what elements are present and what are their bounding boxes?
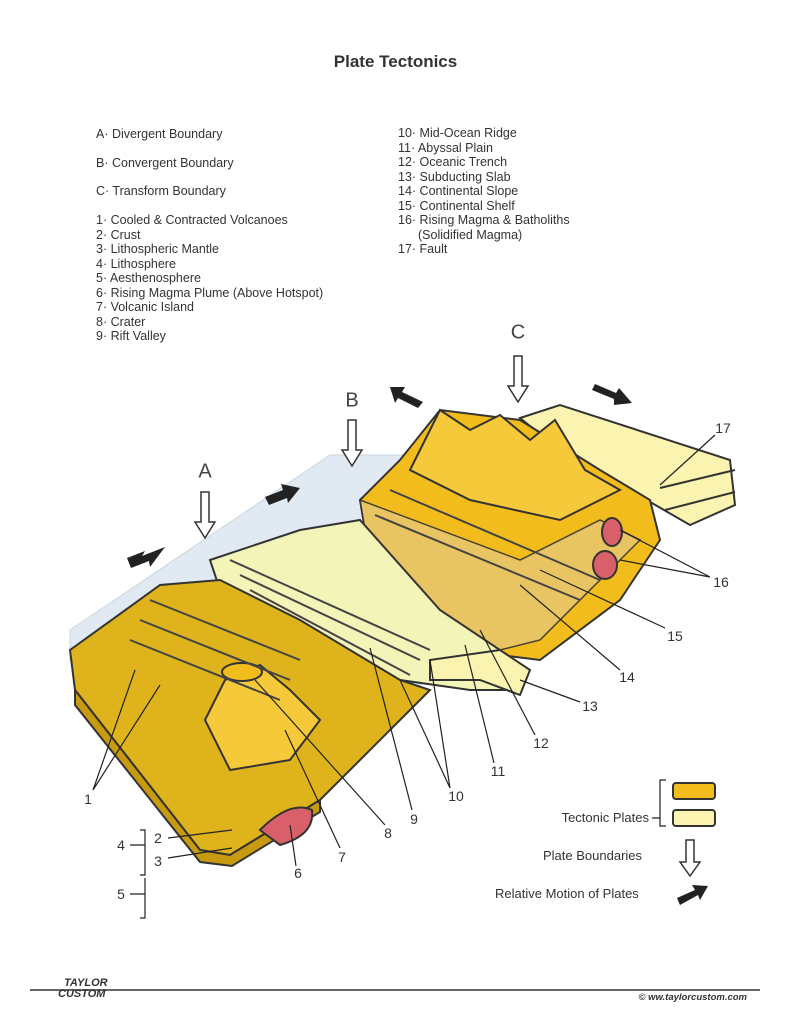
legend-item: 14· Continental Slope	[398, 184, 519, 198]
label-12: 12	[533, 735, 549, 751]
motion-arrow-left-c	[390, 387, 423, 408]
label-6: 6	[294, 865, 302, 881]
label-14: 14	[619, 669, 635, 685]
legend-item: 7· Volcanic Island	[96, 300, 194, 314]
label-9: 9	[410, 811, 418, 827]
legend-item: 6· Rising Magma Plume (Above Hotspot)	[96, 286, 324, 300]
label-b: B	[345, 389, 359, 412]
label-4: 4	[117, 837, 125, 853]
legend-item: 12· Oceanic Trench	[398, 155, 508, 169]
label-13: 13	[582, 698, 598, 714]
legend-item: B· Convergent Boundary	[96, 156, 234, 170]
legend-item: 9· Rift Valley	[96, 329, 166, 343]
label-1: 1	[84, 791, 92, 807]
crater	[221, 662, 263, 682]
motion-arrows	[127, 384, 708, 905]
label-17: 17	[715, 420, 731, 436]
label-3: 3	[154, 853, 162, 869]
legend-item: 3· Lithospheric Mantle	[96, 242, 219, 256]
boundary-arrow-b	[340, 419, 364, 468]
legend-item: C· Transform Boundary	[96, 184, 226, 198]
label-2: 2	[154, 830, 162, 846]
page-title: Plate Tectonics	[333, 52, 458, 71]
boundary-arrow-a	[193, 491, 217, 540]
legend-item: 4· Lithosphere	[96, 257, 176, 271]
legend-item: 13· Subducting Slab	[398, 170, 511, 184]
taylor-custom-logo: TAYLOR CUSTOM	[58, 977, 108, 1000]
copyright: © ww.taylorcustom.com	[638, 992, 747, 1003]
label-10: 10	[448, 788, 464, 804]
label-a: A	[198, 460, 212, 483]
label-5: 5	[117, 886, 125, 902]
magma-plume	[258, 806, 314, 847]
legend-item: 2· Crust	[96, 228, 141, 242]
legend-item: 16· Rising Magma & Batholiths	[398, 213, 570, 227]
subducting-slab	[429, 648, 532, 697]
key-boundary-arrow-icon	[678, 839, 702, 878]
legend-item: (Solidified Magma)	[418, 228, 523, 242]
label-16: 16	[713, 574, 729, 590]
label-11: 11	[490, 763, 506, 779]
key-tectonic-plates: Tectonic Plates	[561, 810, 649, 825]
legend-item: 17· Fault	[398, 242, 448, 256]
legend-item: 8· Crater	[96, 315, 146, 329]
legend-item: 5· Aesthenosphere	[96, 271, 201, 285]
legend-item: A· Divergent Boundary	[96, 127, 223, 141]
key-plate-light-swatch	[672, 809, 716, 827]
legend-item: 15· Continental Shelf	[398, 199, 515, 213]
motion-arrow-left-a	[127, 547, 165, 568]
legend-item: 11· Abyssal Plain	[398, 141, 493, 155]
label-15: 15	[667, 628, 683, 644]
key-plate-boundaries: Plate Boundaries	[543, 848, 643, 863]
label-c: C	[510, 321, 526, 344]
motion-arrow-right-a	[265, 484, 300, 505]
key-relative-motion: Relative Motion of Plates	[495, 886, 639, 901]
motion-arrow-right-c	[592, 384, 632, 405]
key-plate-dark-swatch	[672, 782, 716, 800]
boundary-arrows	[193, 355, 702, 878]
mountains	[408, 408, 623, 522]
label-7: 7	[338, 849, 346, 865]
legend-item: 10· Mid-Ocean Ridge	[398, 126, 517, 140]
key-motion-arrow-icon	[677, 885, 708, 905]
legend-item: 1· Cooled & Contracted Volcanoes	[96, 213, 288, 227]
label-8: 8	[384, 825, 392, 841]
rising-magma	[592, 550, 618, 580]
boundary-arrow-c	[506, 355, 530, 404]
batholith-magma	[601, 517, 623, 547]
